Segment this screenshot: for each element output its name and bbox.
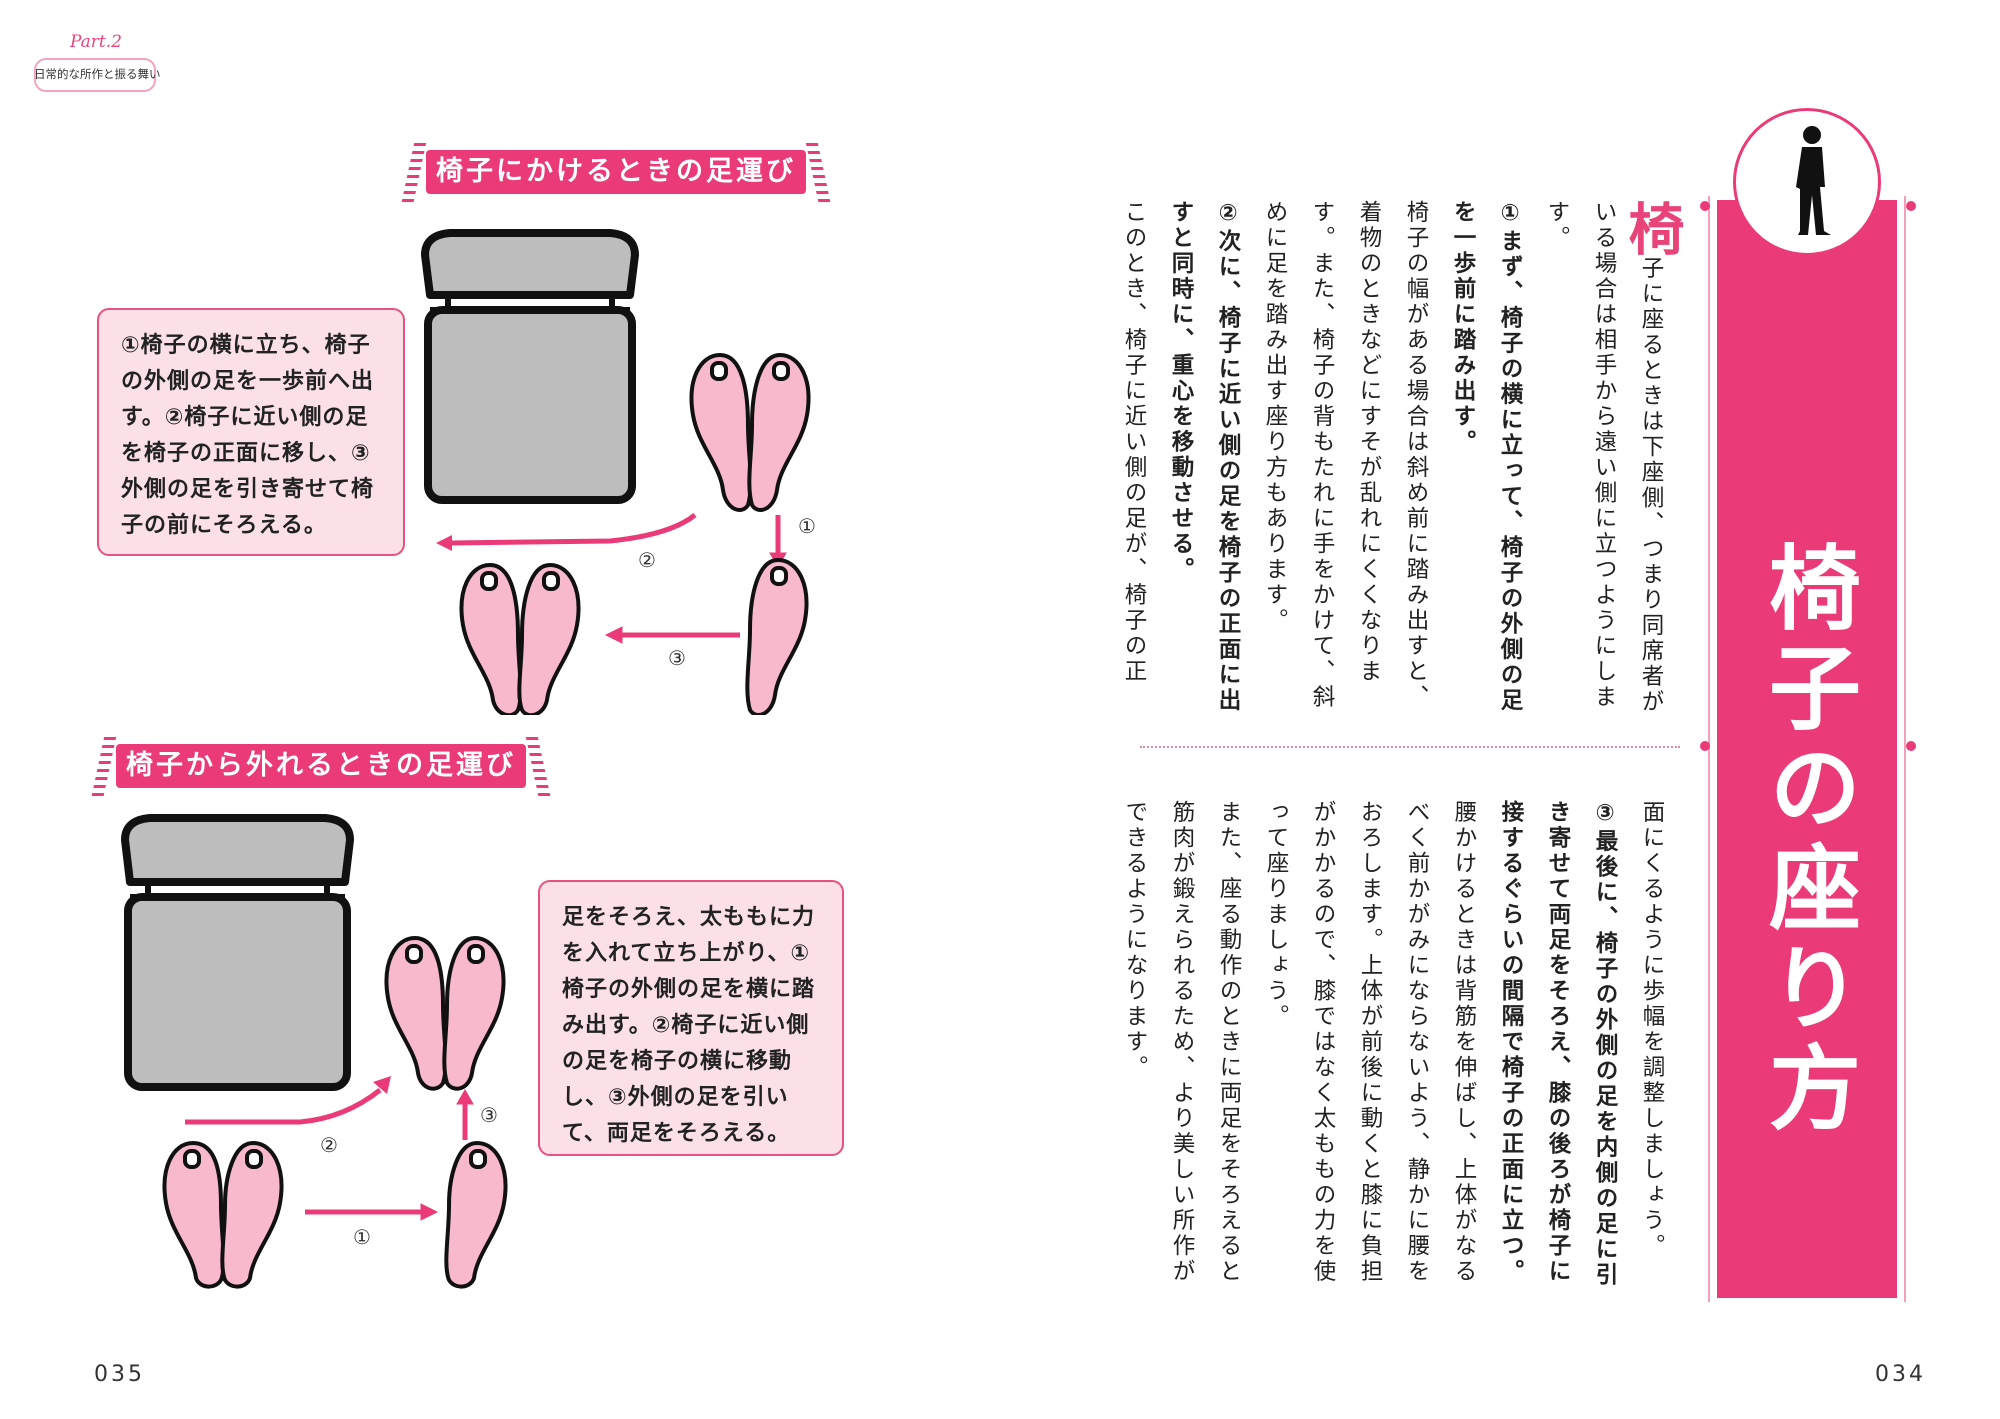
shoe-icon	[745, 557, 809, 715]
step-label-sit-1: ①	[798, 514, 816, 538]
shoe-icon	[384, 935, 506, 1091]
arrow-icon	[604, 626, 740, 644]
banner-dot	[1700, 201, 1710, 211]
step-label-stand-1: ①	[353, 1225, 371, 1249]
part-label: Part.2	[70, 32, 122, 52]
arrow-icon	[185, 1076, 391, 1125]
heading-sit-footwork: 椅子にかけるときの足運び	[426, 150, 806, 194]
banner-dot	[1700, 741, 1710, 751]
walking-person-icon	[1796, 126, 1831, 235]
step-3-instruction: ③最後に、椅子の外側の足を内側の足に引き寄せて両足をそろえ、膝の後ろが椅子に接す…	[1498, 800, 1618, 1288]
body-lower: 面にくるように歩幅を調整しましょう。 ③最後に、椅子の外側の足を内側の足に引き寄せ…	[1122, 800, 1675, 1300]
heading-stand-footwork: 椅子から外れるときの足運び	[116, 744, 526, 788]
section-label: 日常的な所作と振る舞い	[34, 67, 161, 81]
step-label-stand-3: ③	[480, 1103, 498, 1127]
banner-dot	[1906, 741, 1916, 751]
chair-icon	[421, 229, 639, 504]
step-label-stand-2: ②	[320, 1133, 338, 1157]
sit-diagram: ① ② ③	[421, 229, 816, 715]
step-1-instruction: ①まず、椅子の横に立って、椅子の外側の足を一歩前に踏み出す。	[1450, 200, 1523, 714]
page-number-left: 035	[94, 1362, 145, 1387]
illustration-circle	[1733, 108, 1881, 256]
running-head: Part.2 日常的な所作と振る舞い	[34, 32, 161, 94]
stand-diagram: ② ③ ①	[121, 814, 508, 1289]
body-upper: 椅子に座るときは下座側、つまり同席者がいる場合は相手から遠い側に立つようにします…	[1121, 200, 1684, 720]
paragraph-step-1-note: 椅子の幅がある場合は斜め前に踏み出すと、着物のときなどにすそが乱れにくくなります…	[1262, 200, 1429, 710]
shoe-icon	[162, 1140, 284, 1289]
section-divider	[1140, 746, 1680, 748]
paragraph-benefit: また、座る動作のときに両足をそろえると筋肉が鍛えられるため、より美しい所作ができ…	[1122, 800, 1242, 1285]
shoe-icon	[444, 1140, 508, 1289]
paragraph-posture: 腰かけるときは背筋を伸ばし、上体がなるべく前かがみにならないよう、静かに腰をおろ…	[1263, 800, 1477, 1285]
callout-sit-steps: ①椅子の横に立ち、椅子の外側の足を一歩前へ出す。②椅子に近い側の足を椅子の正面に…	[97, 308, 405, 556]
step-label-sit-3: ③	[668, 646, 686, 670]
arrow-icon	[436, 513, 697, 551]
banner-rule-right	[1904, 196, 1906, 1302]
callout-stand-steps: 足をそろえ、太ももに力を入れて立ち上がり、①椅子の外側の足を横に踏み出す。②椅子…	[538, 880, 844, 1156]
title-banner	[1717, 200, 1897, 1298]
chair-icon	[121, 814, 354, 1091]
page-title: 椅子の座り方	[1753, 540, 1861, 1140]
paragraph-continued: 面にくるように歩幅を調整しましょう。	[1639, 800, 1665, 1259]
arrow-icon	[456, 1088, 474, 1140]
arrow-icon	[305, 1203, 439, 1221]
shoe-icon	[689, 352, 811, 512]
shoe-icon	[459, 562, 581, 715]
paragraph-intro: 子に座るときは下座側、つまり同席者がいる場合は相手から遠い側に立つようにします。	[1544, 200, 1664, 715]
step-2-instruction: ②次に、椅子に近い側の足を椅子の正面に出すと同時に、重心を移動させる。	[1168, 200, 1241, 714]
running-head-frame	[34, 58, 156, 92]
paragraph-step-2-note: このとき、椅子に近い側の足が、椅子の正	[1121, 200, 1147, 685]
step-label-sit-2: ②	[638, 548, 656, 572]
banner-dot	[1906, 201, 1916, 211]
page-number-right: 034	[1875, 1362, 1926, 1387]
dropcap: 椅	[1619, 200, 1684, 256]
